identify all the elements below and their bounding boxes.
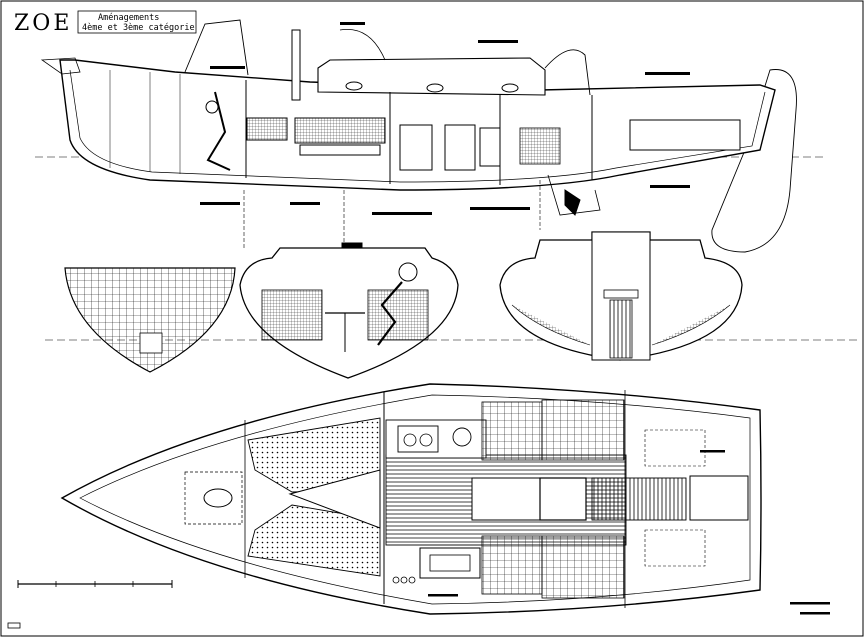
seated-figure <box>377 281 403 346</box>
aft-section <box>499 231 743 361</box>
aft-locker <box>629 119 741 151</box>
rudder <box>711 69 797 253</box>
anchor-well <box>203 488 233 508</box>
note-bar <box>700 450 725 453</box>
keel-skeg <box>547 174 601 216</box>
porthole <box>501 83 519 93</box>
cockpit-grating <box>591 477 687 521</box>
boat-name: ZOE <box>14 11 72 36</box>
subtitle-line1: Aménagements <box>98 12 159 23</box>
note-bar <box>290 202 320 205</box>
propeller <box>564 189 581 216</box>
porthole <box>426 83 444 93</box>
porthole <box>345 81 363 91</box>
engine <box>519 127 561 165</box>
saloon-table <box>299 144 381 156</box>
vberth-infill <box>288 469 381 529</box>
profile-view <box>35 19 825 260</box>
galley-stove <box>399 124 433 171</box>
hull-inner <box>69 69 766 183</box>
scale-bar <box>17 580 173 588</box>
vberth-lower <box>247 504 381 577</box>
berth-grid-upper <box>541 399 625 461</box>
sink <box>452 427 472 447</box>
note-bar <box>200 202 240 205</box>
note-bar <box>650 185 690 188</box>
note-bar <box>645 72 690 75</box>
figure-head <box>398 262 418 282</box>
note-bar <box>340 22 365 25</box>
aft-hatch <box>689 475 749 521</box>
berth-grid-lower <box>541 535 625 599</box>
forward-hatch <box>184 19 249 76</box>
note-bar <box>478 40 518 43</box>
saloon-table <box>471 477 543 521</box>
forward-section <box>64 267 236 373</box>
hull-plan-inner <box>79 394 751 605</box>
title-block: ZOE Aménagements 4ème et 3ème catégorie <box>14 10 197 36</box>
corner-mark <box>7 622 21 629</box>
stove <box>397 425 439 453</box>
note-bar <box>428 594 458 597</box>
forward-fitting <box>139 332 163 354</box>
plan-view <box>60 383 762 615</box>
settee-cushion <box>481 401 543 461</box>
locker <box>644 429 706 467</box>
anchor-locker <box>184 471 243 525</box>
note-bar <box>800 612 830 615</box>
dodger <box>544 49 591 96</box>
burner <box>403 433 417 447</box>
subtitle-box <box>77 10 197 34</box>
bow-pulpit <box>40 57 81 75</box>
galley-unit <box>444 124 476 171</box>
coachroof <box>317 57 546 96</box>
note-bar <box>470 207 530 210</box>
chart-table <box>479 127 501 167</box>
companionway <box>339 28 386 61</box>
subtitle-line2: 4ème et 3ème catégorie <box>82 22 195 33</box>
mast-stub <box>291 29 301 101</box>
locker <box>644 529 706 567</box>
bunk-cushion <box>246 117 288 141</box>
note-bar <box>210 66 245 69</box>
sections <box>45 231 860 379</box>
note-bar <box>372 212 432 215</box>
note-bar <box>790 602 830 605</box>
table-leaf <box>539 477 587 521</box>
seated-figure <box>206 91 231 171</box>
figure-head <box>205 100 219 114</box>
burner <box>419 433 433 447</box>
cabin-section <box>239 242 459 379</box>
settee-cushion <box>481 535 543 595</box>
settee <box>294 117 386 144</box>
